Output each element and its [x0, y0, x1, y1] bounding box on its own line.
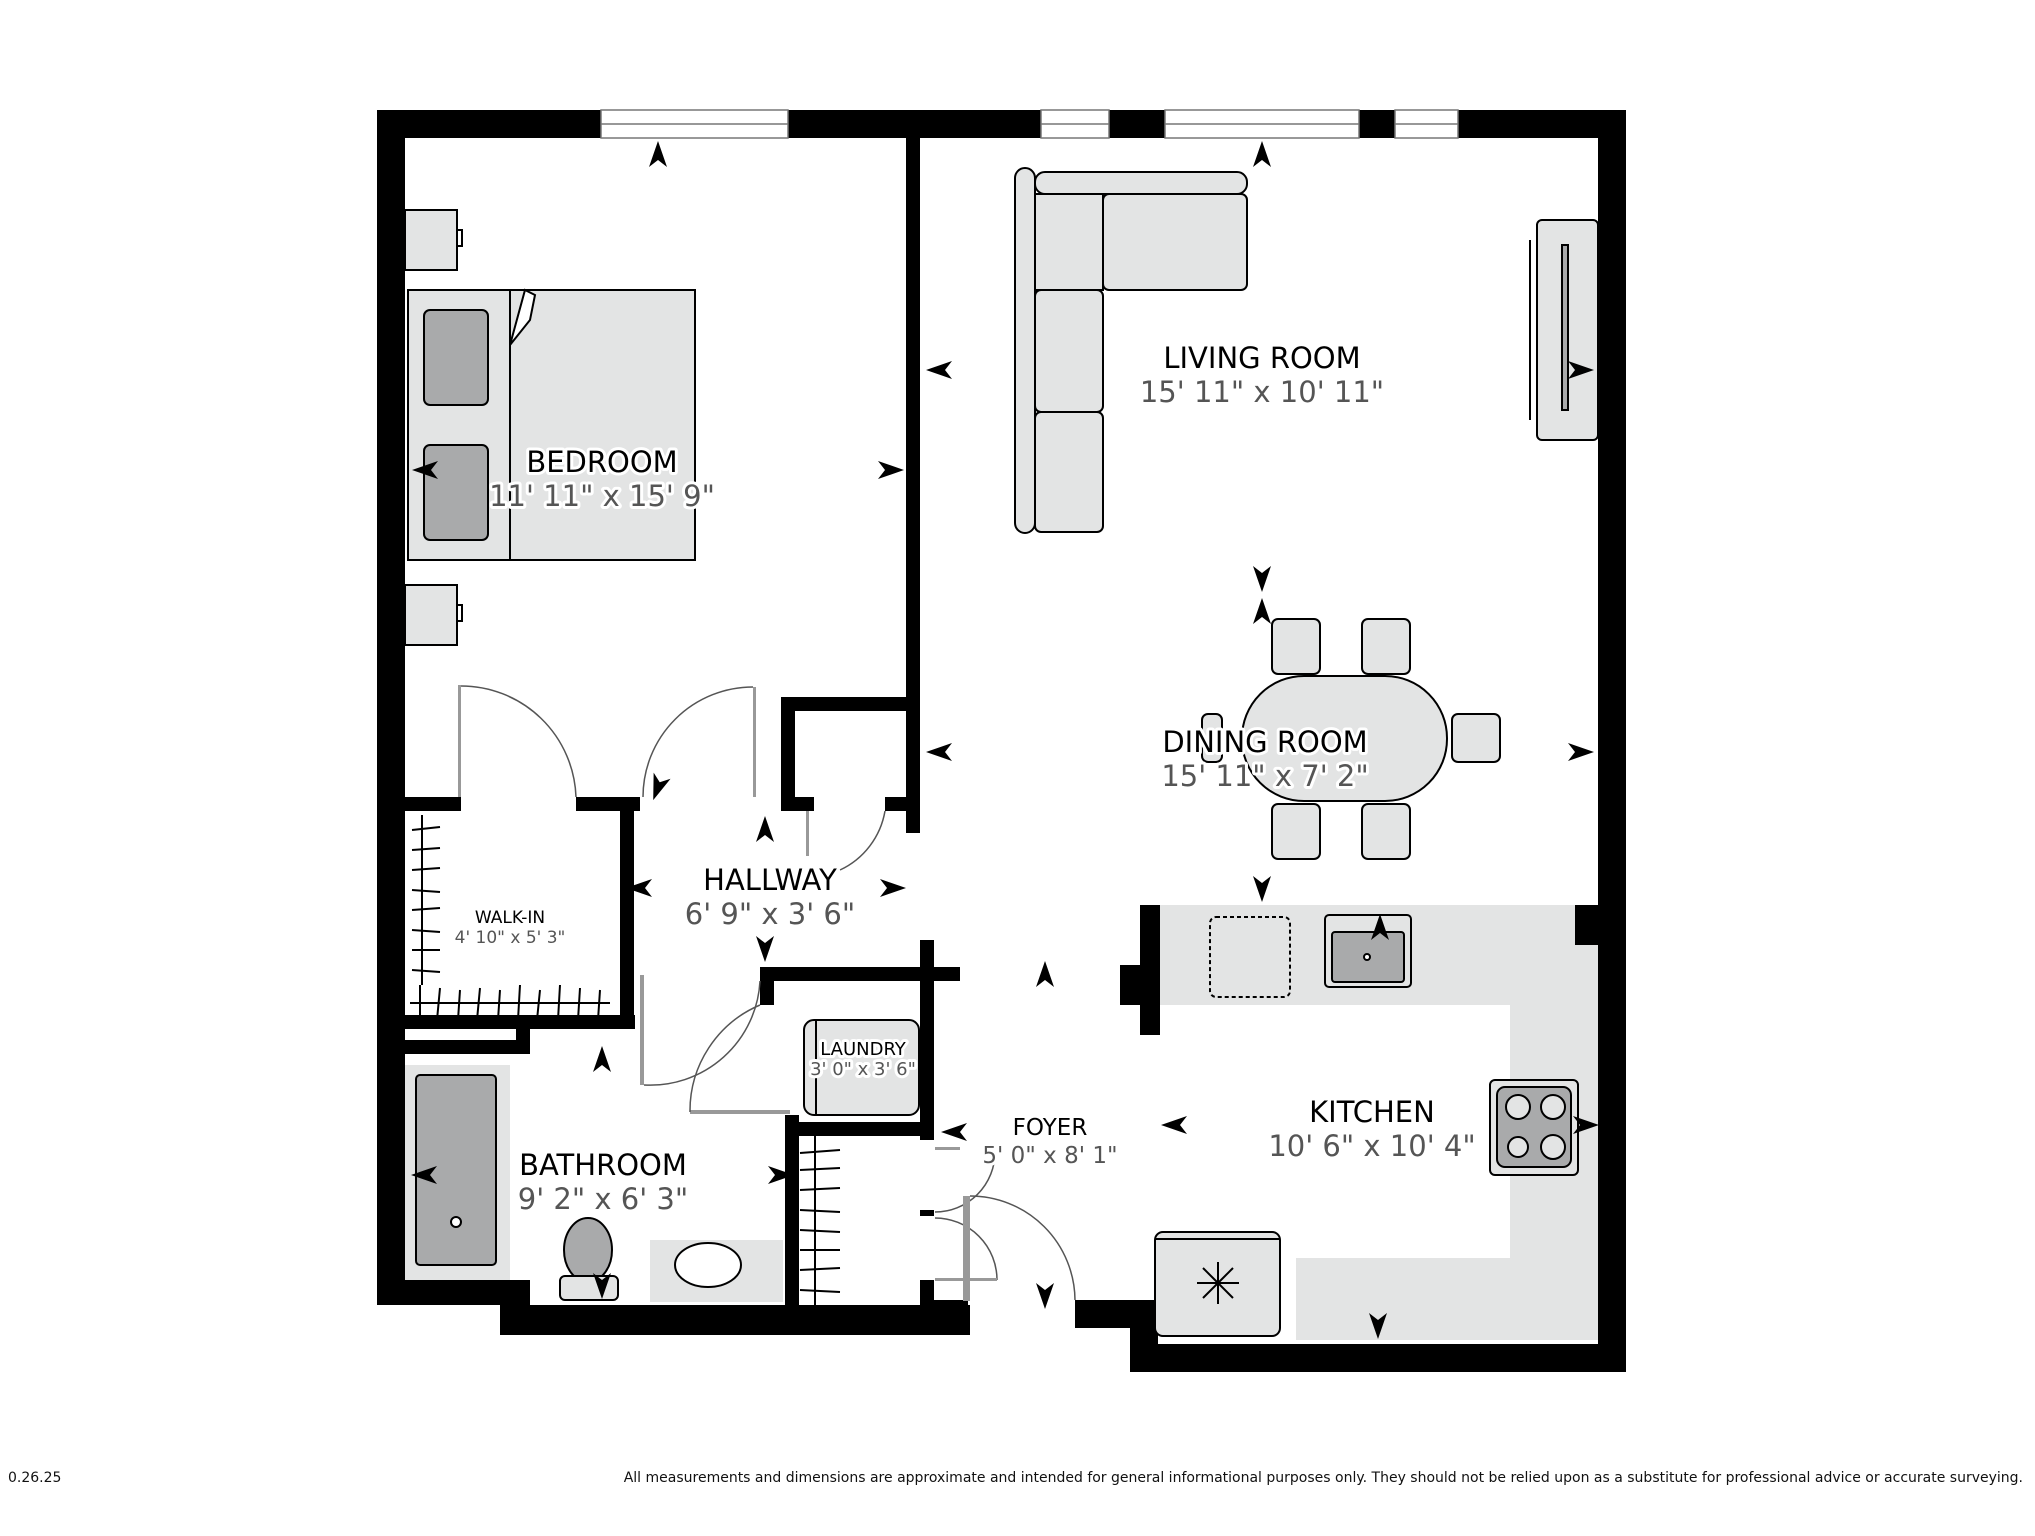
- snowflake-icon: [1197, 1262, 1239, 1304]
- room-label-laundry: LAUNDRY 3' 0" x 3' 6": [807, 1036, 919, 1083]
- walls: [377, 110, 1626, 1372]
- footer-date: 0.26.25: [8, 1470, 62, 1486]
- room-label-bathroom: BATHROOM 9' 2" x 6' 3": [515, 1145, 691, 1219]
- bathtub-icon: [405, 1065, 510, 1280]
- room-label-dining-room: DINING ROOM 15' 11" x 7' 2": [1158, 722, 1371, 796]
- vanity-sink-icon: [650, 1240, 783, 1302]
- room-label-walk-in: WALK-IN 4' 10" x 5' 3": [452, 905, 569, 951]
- svg-text:DINING ROOM: DINING ROOM: [1162, 725, 1367, 759]
- footer-disclaimer: All measurements and dimensions are appr…: [623, 1470, 2023, 1486]
- svg-text:10' 6" x 10' 4": 10' 6" x 10' 4": [1268, 1129, 1475, 1163]
- windows: [600, 109, 1459, 139]
- svg-text:HALLWAY: HALLWAY: [703, 863, 837, 897]
- svg-text:11' 11" x 15' 9": 11' 11" x 15' 9": [489, 479, 715, 513]
- room-label-hallway: HALLWAY 6' 9" x 3' 6": [682, 860, 858, 934]
- svg-text:FOYER: FOYER: [1013, 1115, 1088, 1141]
- washer-icon: [803, 1019, 920, 1116]
- svg-text:BEDROOM: BEDROOM: [526, 445, 677, 479]
- dishwasher: [1209, 916, 1291, 998]
- svg-text:15' 11" x 10' 11": 15' 11" x 10' 11": [1140, 375, 1384, 409]
- sink-icon: [1324, 914, 1412, 988]
- walk-in-shelving: [410, 815, 610, 1021]
- room-label-bedroom: BEDROOM 11' 11" x 15' 9": [486, 442, 718, 516]
- refrigerator-icon: [1154, 1231, 1281, 1337]
- dining-table-icon: [1201, 618, 1501, 860]
- nightstand-bottom: [404, 584, 463, 646]
- room-label-kitchen: KITCHEN 10' 6" x 10' 4": [1265, 1092, 1478, 1166]
- closet-shelving: [799, 1135, 841, 1308]
- bed-icon: [407, 288, 696, 561]
- room-label-living-room: LIVING ROOM 15' 11" x 10' 11": [1137, 338, 1387, 412]
- svg-text:LIVING ROOM: LIVING ROOM: [1163, 341, 1360, 375]
- sofa-icon: [1014, 167, 1248, 534]
- svg-text:6' 9" x 3' 6": 6' 9" x 3' 6": [685, 897, 855, 931]
- room-label-foyer: FOYER 5' 0" x 8' 1": [979, 1112, 1120, 1172]
- doors: [458, 685, 1076, 1301]
- svg-text:BATHROOM: BATHROOM: [519, 1148, 687, 1182]
- svg-text:KITCHEN: KITCHEN: [1309, 1095, 1435, 1129]
- svg-text:5' 0" x 8' 1": 5' 0" x 8' 1": [982, 1143, 1117, 1169]
- toilet-icon: [559, 1217, 619, 1301]
- svg-text:3' 0" x 3' 6": 3' 0" x 3' 6": [810, 1059, 916, 1080]
- svg-text:LAUNDRY: LAUNDRY: [820, 1039, 907, 1060]
- svg-text:WALK-IN: WALK-IN: [475, 908, 545, 928]
- svg-text:9' 2" x 6' 3": 9' 2" x 6' 3": [518, 1182, 688, 1216]
- stove-icon: [1489, 1079, 1579, 1176]
- svg-text:4' 10" x 5' 3": 4' 10" x 5' 3": [455, 928, 566, 948]
- tv-icon: [1529, 219, 1599, 441]
- svg-text:15' 11" x 7' 2": 15' 11" x 7' 2": [1161, 759, 1368, 793]
- nightstand-top: [404, 209, 463, 271]
